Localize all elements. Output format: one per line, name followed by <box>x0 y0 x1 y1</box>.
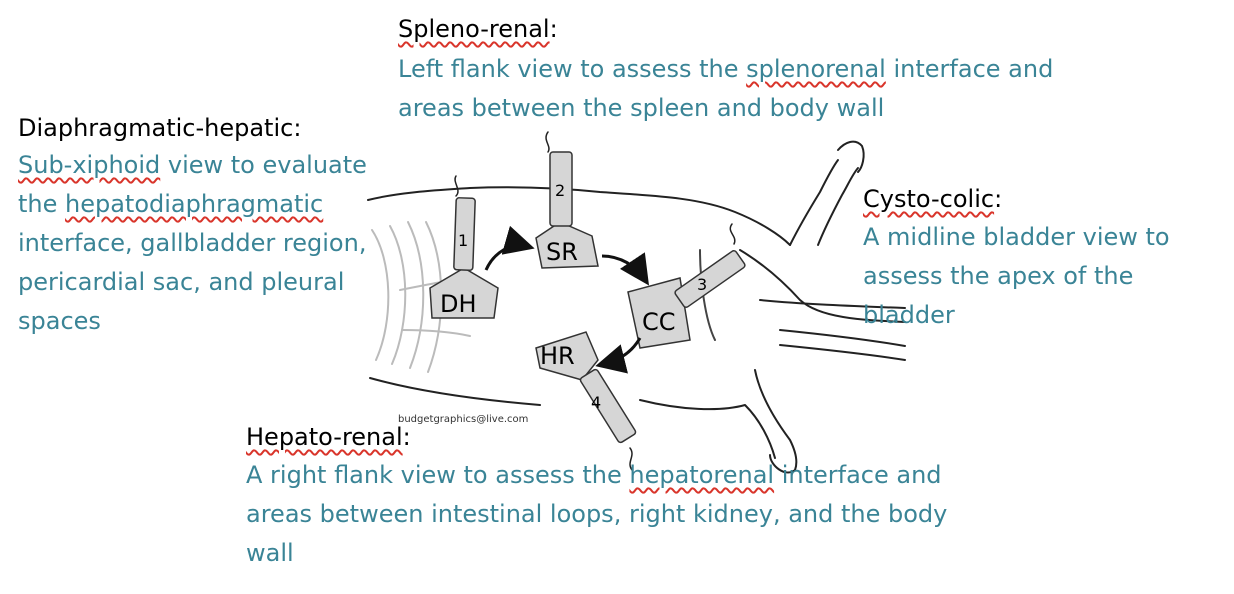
arrow-dh-to-sr <box>484 225 535 271</box>
dh-footprint <box>429 267 499 319</box>
arrow-cc-to-hr <box>595 337 642 374</box>
site-hr-label: HR <box>540 342 575 370</box>
site-sr-label: SR <box>546 238 578 266</box>
site-dh-label: DH <box>440 290 477 318</box>
hr-footprint <box>535 331 599 381</box>
probe-1 <box>453 197 476 271</box>
dog-outline <box>367 131 906 474</box>
arrow-sr-to-cc <box>601 252 649 286</box>
cysto-colic-description: A midline bladder view to assess the ape… <box>863 223 1170 329</box>
probe-2-number: 2 <box>555 181 565 200</box>
site-cc-label: CC <box>642 308 676 336</box>
cysto-colic-title: Cysto-colic: <box>863 185 1003 213</box>
probe-4 <box>579 368 637 444</box>
spleno-renal-description: Left flank view to assess the splenorena… <box>398 55 1054 122</box>
probe-4-number: 4 <box>591 393 601 412</box>
site-hr: 4 HR <box>535 331 637 444</box>
hepato-renal-description: A right flank view to assess the hepator… <box>246 461 948 567</box>
site-sr: 2 SR <box>535 151 599 269</box>
hepato-renal-title: Hepato-renal: <box>246 423 411 451</box>
diaphragmatic-hepatic-title: Diaphragmatic-hepatic: <box>18 114 302 142</box>
probe-1-number: 1 <box>458 231 468 250</box>
probe-2 <box>549 151 573 227</box>
spleno-renal-title: Spleno-renal: <box>398 15 558 43</box>
cc-footprint <box>627 277 691 349</box>
site-dh: 1 DH <box>429 197 499 319</box>
diaphragmatic-hepatic-description: Sub-xiphoid view to evaluate the hepatod… <box>18 151 367 335</box>
probe-3-number: 3 <box>697 275 707 294</box>
probe-3 <box>674 250 746 308</box>
image-credit: budgetgraphics@live.com <box>398 414 529 425</box>
site-cc: 3 CC <box>627 250 746 349</box>
